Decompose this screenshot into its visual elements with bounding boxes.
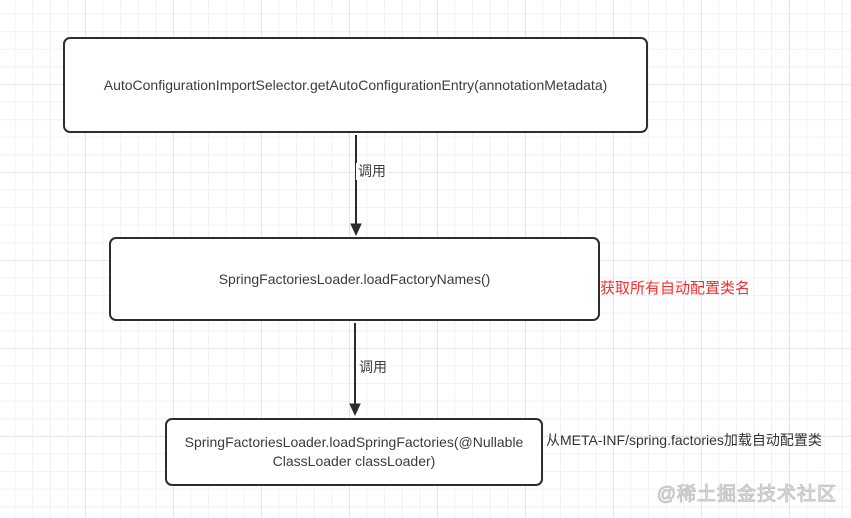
flow-node-load-spring-factories: SpringFactoriesLoader.loadSpringFactorie… [165,418,543,486]
edge-label-call-2: 调用 [357,359,389,376]
annotation-load-from-spring-factories: 从META-INF/spring.factories加载自动配置类 [546,432,822,448]
flow-node-label: SpringFactoriesLoader.loadFactoryNames() [218,270,491,287]
edge-label-call-1: 调用 [356,163,388,180]
call-arrow-1 [350,135,362,236]
flow-node-label: SpringFactoriesLoader.loadSpringFactorie… [184,434,524,469]
flow-node-label: AutoConfigurationImportSelector.getAutoC… [103,76,608,93]
annotation-get-all-autoconfig-class-names: 获取所有自动配置类名 [600,280,751,297]
flow-node-get-auto-configuration-entry: AutoConfigurationImportSelector.getAutoC… [63,37,648,133]
flow-node-load-factory-names: SpringFactoriesLoader.loadFactoryNames() [109,237,600,321]
juejin-watermark: @稀土掘金技术社区 [656,484,837,506]
